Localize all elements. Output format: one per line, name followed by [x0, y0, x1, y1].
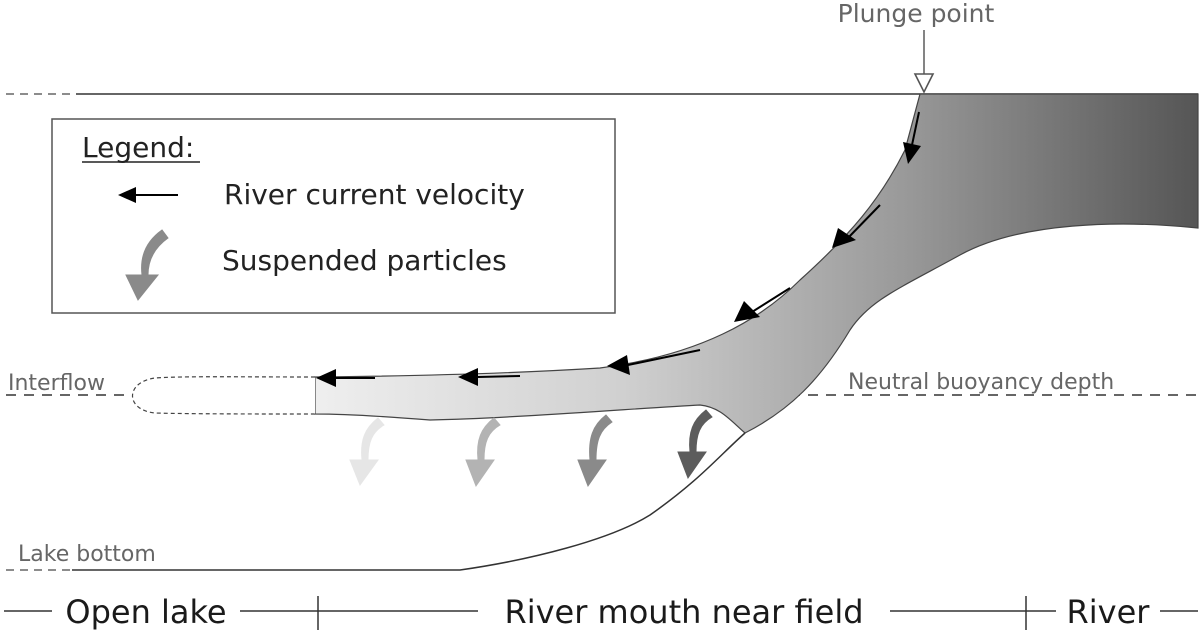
lake-bottom-label: Lake bottom [18, 542, 156, 567]
velocity-arrow-3 [734, 287, 791, 322]
legend-item-velocity-label: River current velocity [224, 178, 525, 211]
lake-bottom-line [72, 432, 746, 571]
velocity-arrow-4 [607, 349, 701, 375]
zone-scale: Open lake River mouth near field River [4, 593, 1198, 631]
velocity-arrow-2 [832, 204, 881, 248]
neutral-buoyancy-label: Neutral buoyancy depth [848, 370, 1114, 395]
velocity-arrow-1 [903, 111, 921, 164]
plunge-point-marker-icon [913, 73, 935, 94]
particle-arrow-1 [349, 417, 385, 487]
particle-arrow-3 [577, 414, 613, 488]
curved-arrow-down-icon [125, 229, 169, 301]
particle-arrow-2 [465, 417, 501, 488]
zone-open-lake: Open lake [65, 593, 226, 631]
interflow-label: Interflow [8, 371, 105, 396]
legend: Legend: River current velocity Suspended… [51, 118, 616, 314]
interflow-tip [131, 376, 316, 415]
zone-river-mouth: River mouth near field [504, 593, 863, 631]
suspended-particle-arrows [349, 409, 713, 488]
velocity-arrow-5 [458, 368, 521, 386]
legend-item-particles-label: Suspended particles [222, 244, 507, 277]
particle-arrow-4 [677, 409, 713, 480]
arrow-left-icon [118, 187, 178, 203]
velocity-arrow-6 [316, 369, 375, 387]
inflow-plume [314, 93, 1199, 434]
velocity-arrows [316, 111, 921, 387]
plunge-point-label: Plunge point [838, 0, 995, 28]
legend-title: Legend: [82, 131, 194, 164]
zone-river: River [1067, 593, 1151, 631]
